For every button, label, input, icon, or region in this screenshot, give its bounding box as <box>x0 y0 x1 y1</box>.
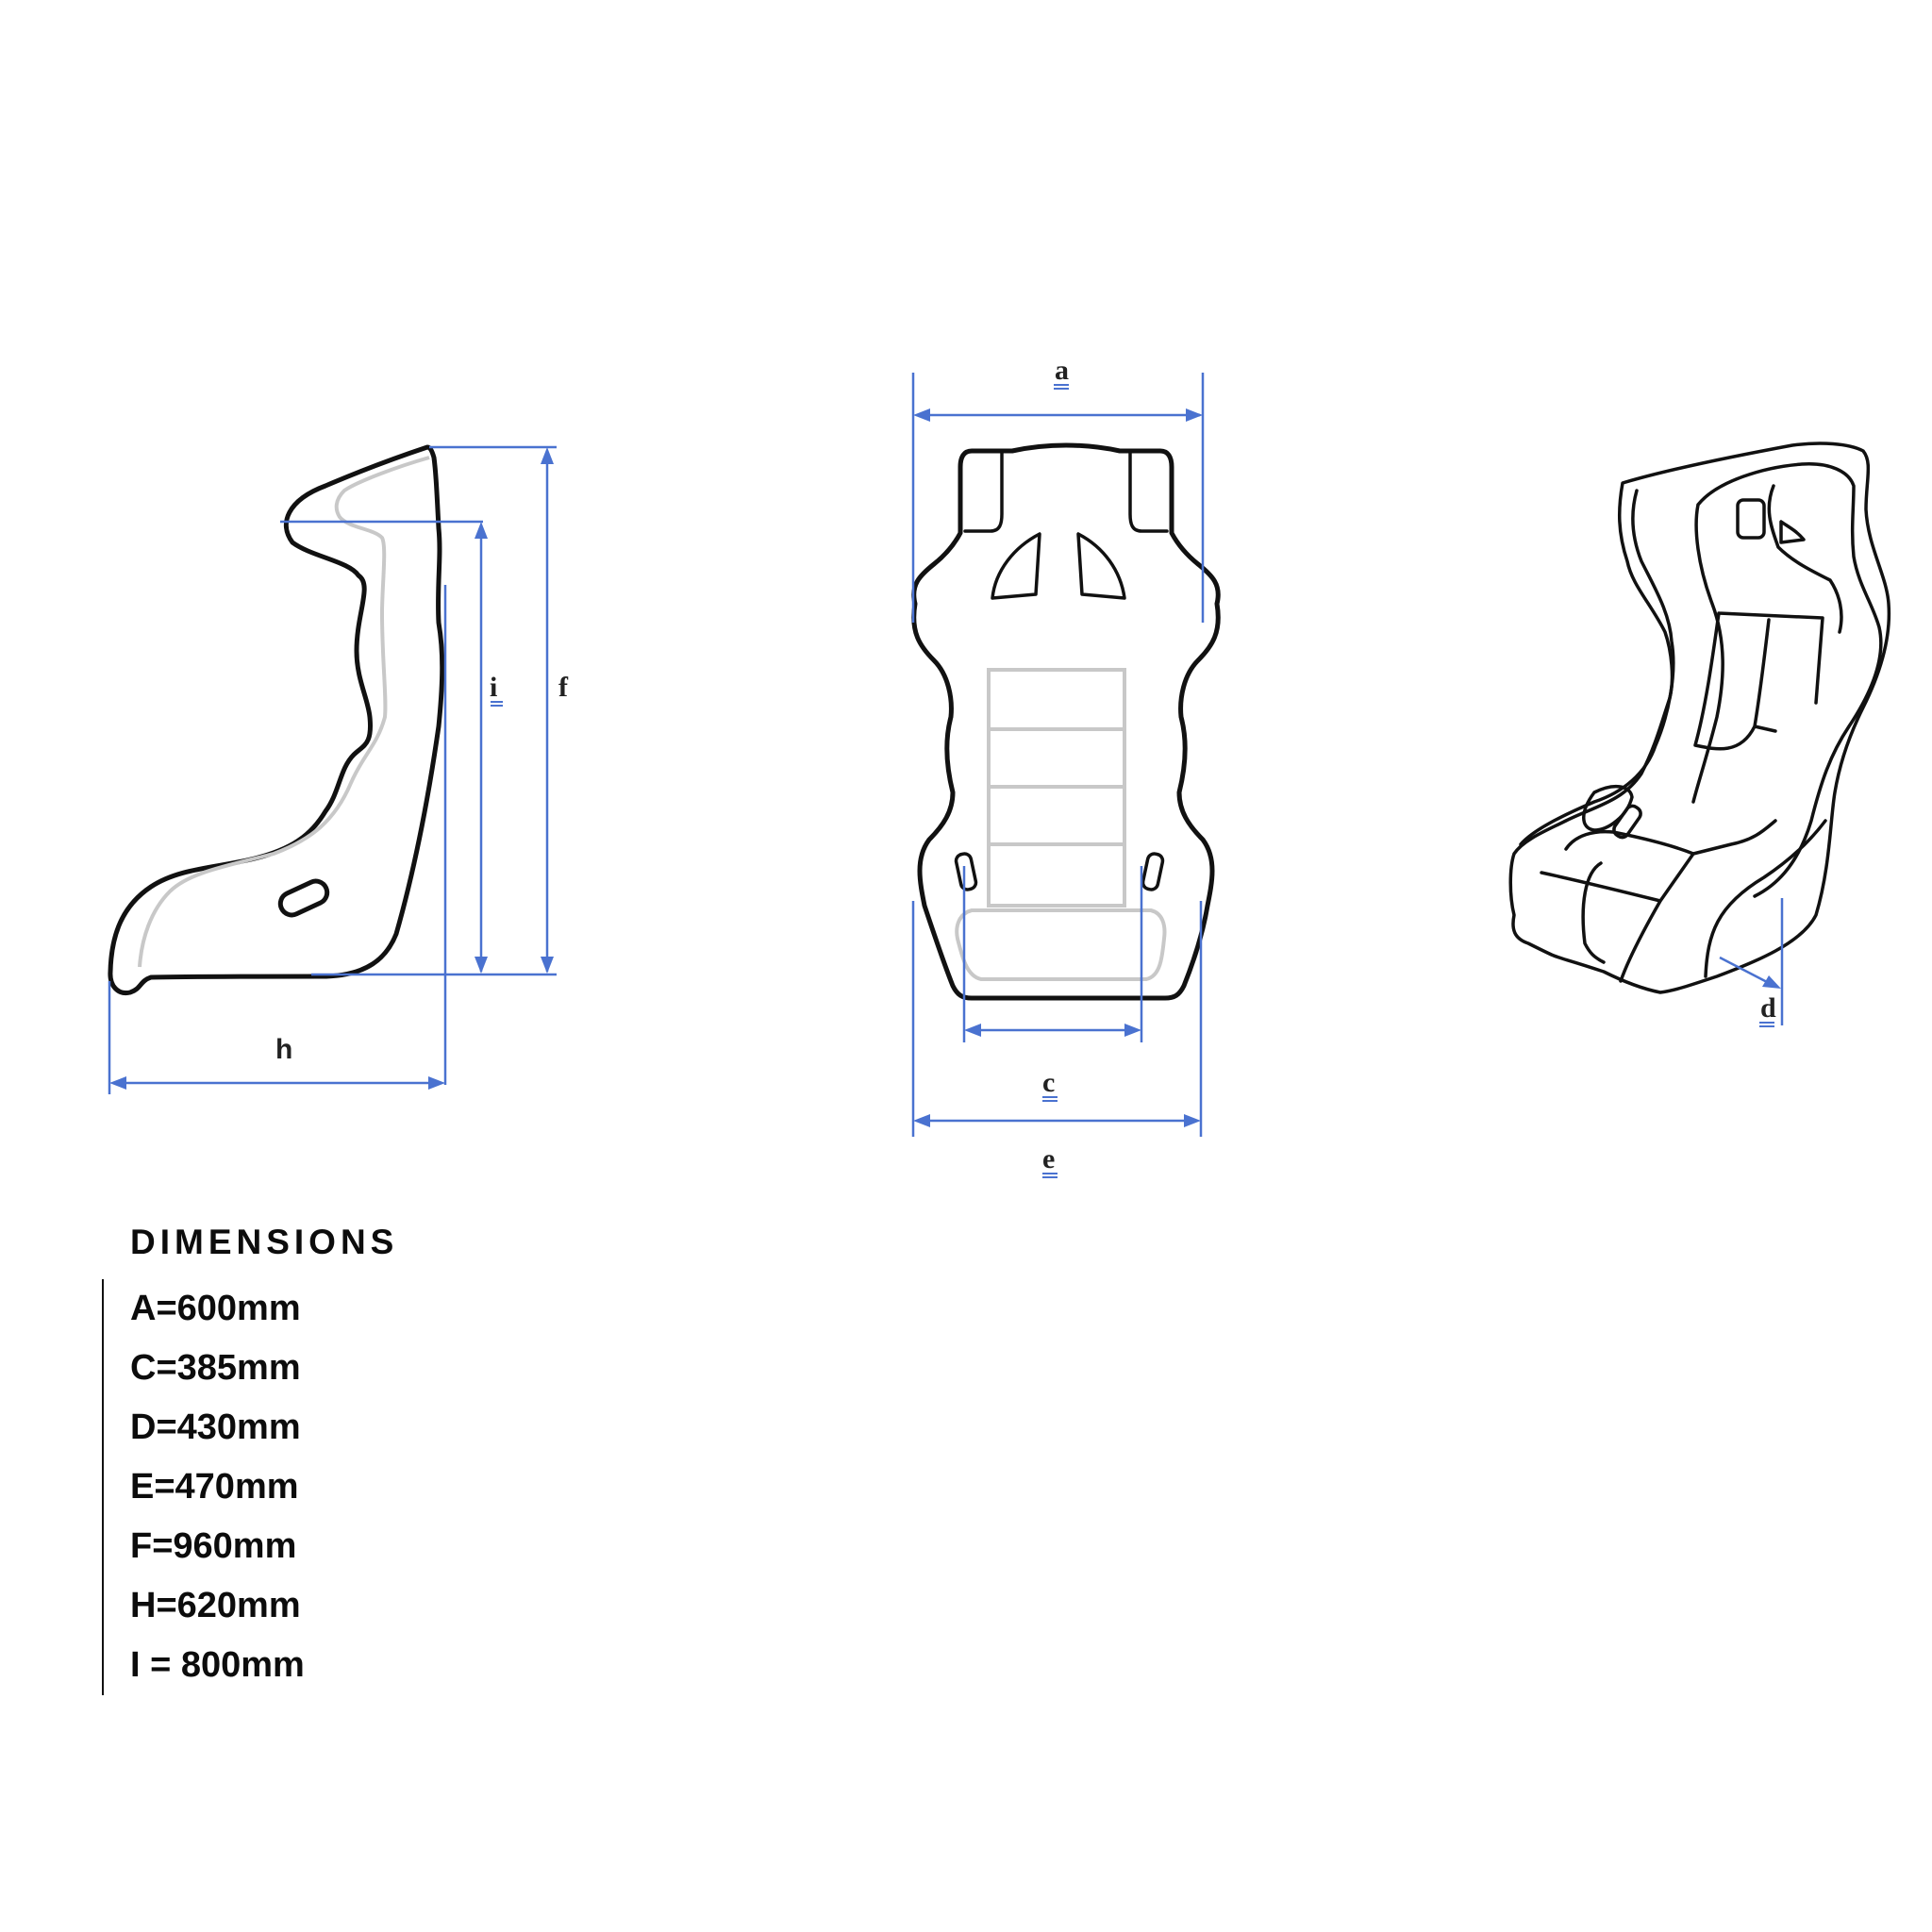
front-view: a c e <box>911 355 1221 1178</box>
side-view-inner-trim <box>138 456 430 968</box>
dimension-label-f: f <box>558 672 569 703</box>
perspective-headrest <box>1767 484 1843 634</box>
dimension-d-line <box>1719 956 1770 985</box>
perspective-seat-cushion <box>1540 819 1777 983</box>
dimension-label-i: i <box>490 672 497 703</box>
dimension-label-e: e <box>1042 1143 1055 1174</box>
perspective-harness-slot-right <box>1779 520 1806 544</box>
perspective-belt-slot <box>1612 804 1642 840</box>
dimension-spec-f: F=960mm <box>130 1526 297 1566</box>
front-view-seat-outline <box>911 442 1221 1001</box>
dimensions-spec-block: DIMENSIONS A=600mm C=385mm D=430mm E=470… <box>102 1223 398 1695</box>
front-view-seat-cushion <box>955 908 1167 981</box>
dimension-spec-d: D=430mm <box>130 1407 301 1447</box>
dimension-label-a: a <box>1055 355 1069 386</box>
dimension-spec-a: A=600mm <box>130 1289 301 1328</box>
dimension-label-c: c <box>1042 1067 1055 1098</box>
front-view-left-belt-slot <box>954 852 978 891</box>
front-view-right-harness-slot <box>1076 532 1126 600</box>
dimension-spec-h: H=620mm <box>130 1586 301 1625</box>
dimension-label-h: h <box>275 1034 292 1065</box>
perspective-backrest-panel <box>1691 462 1883 898</box>
perspective-side-bolster <box>1582 785 1634 832</box>
dimensions-list: A=600mm C=385mm D=430mm E=470mm F=960mm … <box>102 1279 398 1695</box>
dimension-spec-i: I = 800mm <box>130 1645 305 1685</box>
front-view-left-harness-slot <box>991 532 1041 600</box>
dimension-label-d: d <box>1760 992 1776 1024</box>
dimension-spec-e: E=470mm <box>130 1467 299 1507</box>
front-view-right-belt-slot <box>1141 852 1165 891</box>
dimensions-title: DIMENSIONS <box>130 1223 399 1261</box>
front-view-back-pad <box>987 668 1126 908</box>
dimension-spec-c: C=385mm <box>130 1348 301 1388</box>
side-view: f i h <box>108 444 569 1094</box>
perspective-view: d <box>1508 441 1891 1027</box>
perspective-back-cushion <box>1693 611 1824 751</box>
front-view-left-headrest-wing <box>963 451 1004 533</box>
front-view-right-headrest-wing <box>1128 451 1169 533</box>
side-view-seat-outline <box>108 444 445 996</box>
side-view-belt-slot <box>277 878 330 918</box>
perspective-harness-slot-left <box>1736 498 1766 540</box>
perspective-shell-base <box>1704 819 1827 978</box>
perspective-seat-outer-shell <box>1508 441 1891 994</box>
